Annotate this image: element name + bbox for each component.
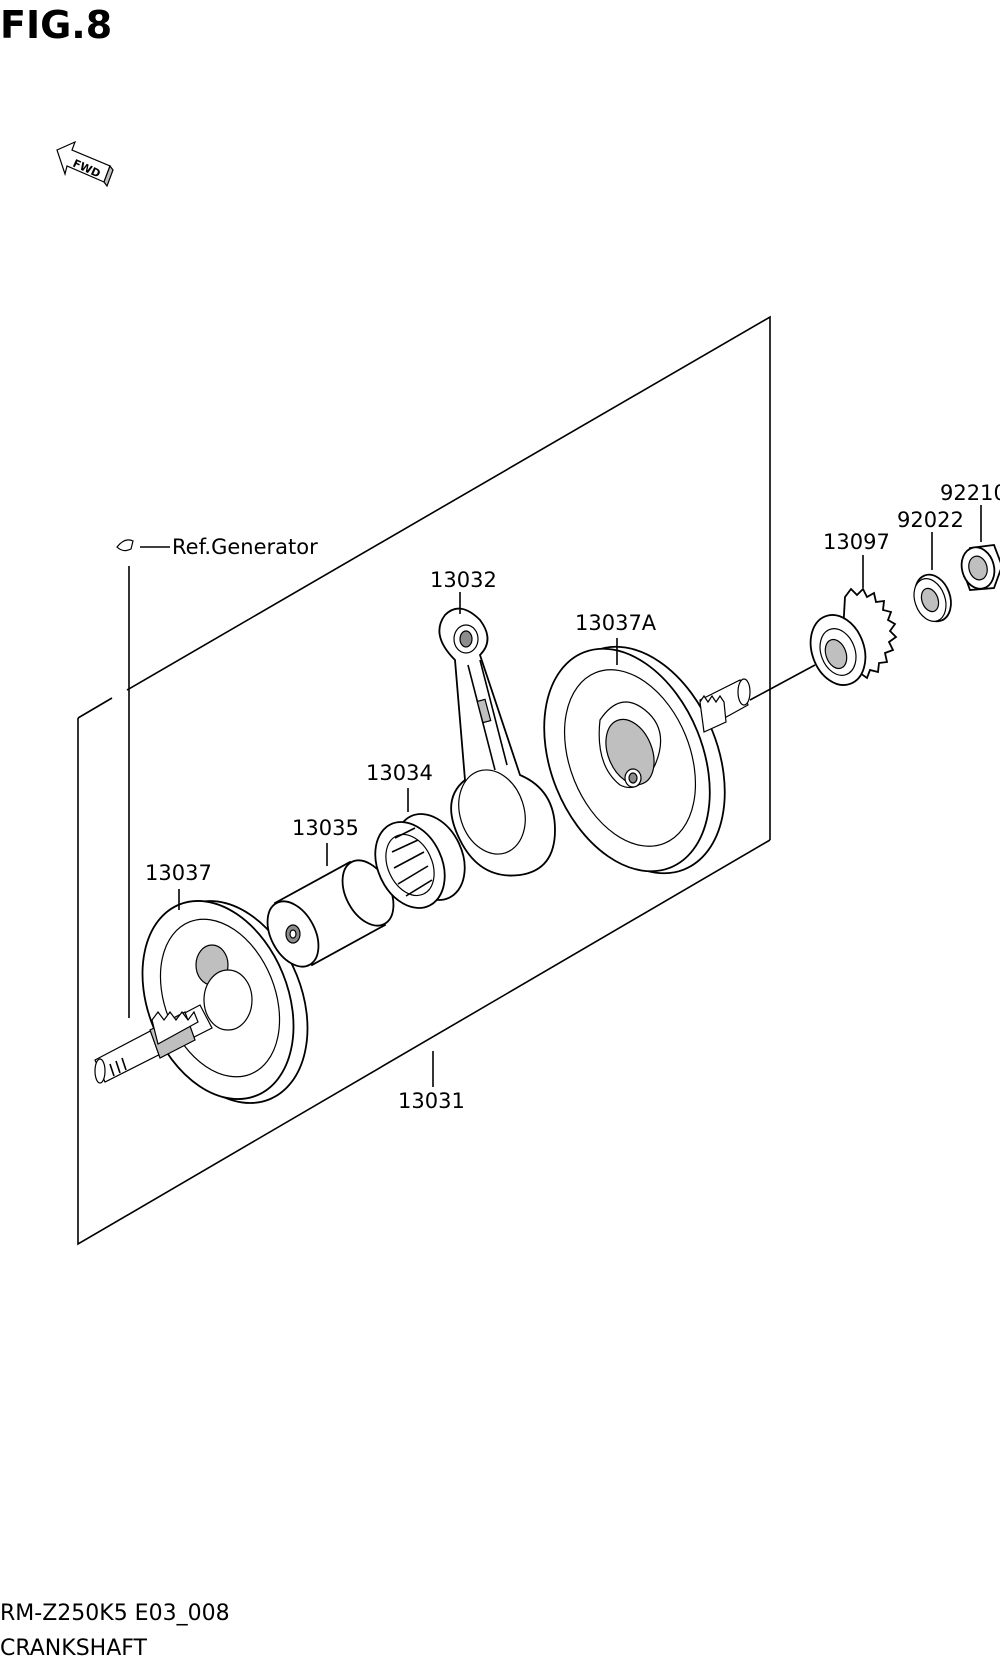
part-13035-label: 13035 [292, 816, 359, 840]
part-13031-label: 13031 [398, 1089, 465, 1113]
part-13032-label: 13032 [430, 568, 497, 592]
nut [960, 544, 1000, 591]
section-name: CRANKSHAFT [0, 1636, 148, 1661]
part-92210-label: 92210 [940, 481, 1000, 505]
crank-pin [266, 859, 395, 968]
figure-title: FIG.8 [0, 3, 112, 47]
part-92022-label: 92022 [897, 508, 964, 532]
part-13097-label: 13097 [823, 530, 890, 554]
model-code: RM-Z250K5 E03_008 [0, 1601, 230, 1626]
right-crank-flywheel [543, 645, 751, 875]
needle-bearing [374, 813, 466, 909]
connecting-rod [438, 607, 556, 877]
shaft-leader [749, 664, 816, 701]
part-13037A-label: 13037A [575, 611, 657, 635]
assembly-frame [77, 315, 771, 1246]
part-13034-label: 13034 [366, 761, 433, 785]
crank-gear [809, 587, 898, 686]
ref-generator-label: Ref.Generator [172, 535, 318, 559]
left-crank-flywheel [94, 900, 309, 1104]
washer [913, 573, 952, 623]
woodruff-key [116, 539, 170, 552]
part-13037-label: 13037 [145, 861, 212, 885]
fwd-arrow-icon: FWD [56, 140, 114, 188]
